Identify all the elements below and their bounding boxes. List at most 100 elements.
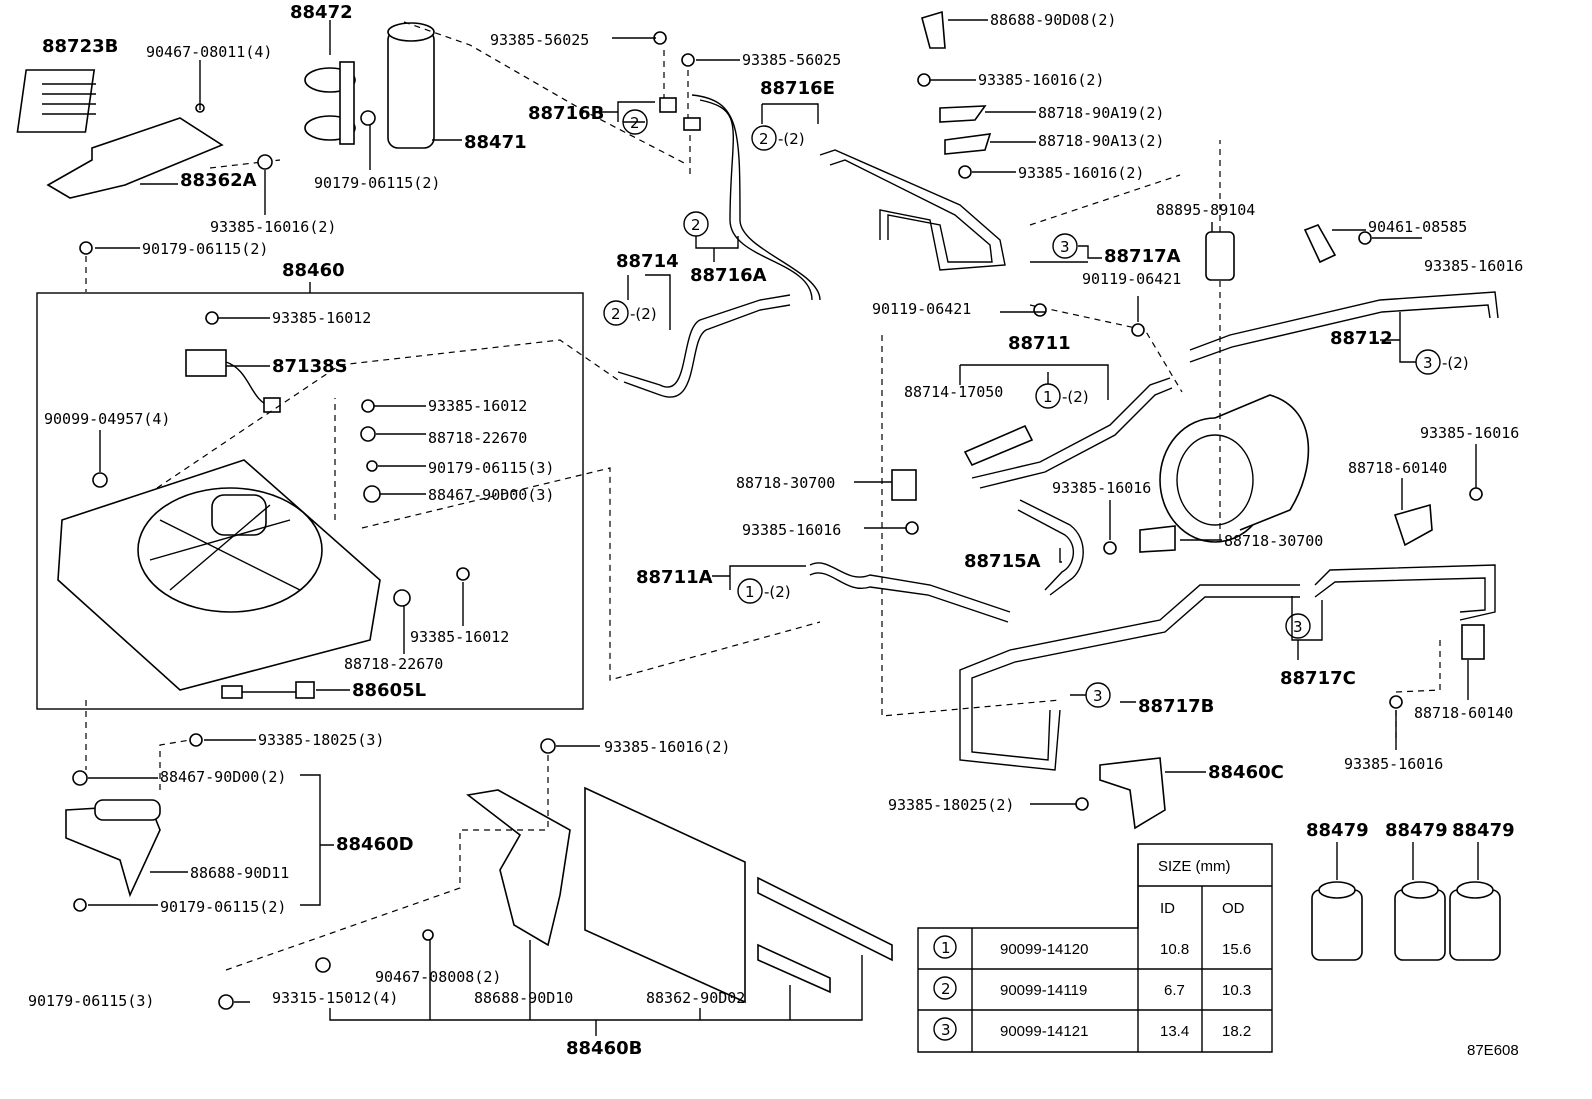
panel-88362-90D02	[584, 786, 746, 1004]
oring-number: 3	[1060, 238, 1070, 256]
bracket-88460D	[65, 799, 161, 898]
callout: 88479	[1385, 820, 1448, 841]
callout: 90179-06115(2)	[160, 898, 286, 916]
callout: 88467-90D00(3)	[428, 486, 554, 504]
clamp-icon	[891, 469, 917, 501]
leader-lines	[712, 444, 1477, 805]
bolt-icon	[1389, 695, 1403, 709]
bolt-icon	[1469, 487, 1483, 501]
callout: 88688-90D08(2)	[990, 11, 1116, 29]
callout: 93315-15012(4)	[272, 989, 398, 1007]
canister-88479	[1311, 881, 1363, 961]
oring-qty: -(2)	[630, 305, 657, 323]
callout: 88718-60140	[1414, 704, 1513, 722]
leader-lines	[1336, 842, 1479, 880]
callout: 88715A	[964, 551, 1041, 572]
callout: 93385-16016	[1344, 755, 1443, 773]
harness-88605L	[221, 681, 315, 699]
leader-lines	[600, 37, 819, 330]
table-cell-id: 6.7	[1164, 982, 1185, 999]
callout: 88718-22670	[428, 429, 527, 447]
callout: 90179-06115(2)	[142, 240, 268, 258]
clamp-icon	[939, 105, 987, 123]
diagram-code: 87E608	[1467, 1042, 1519, 1059]
callout: 88362A	[180, 170, 257, 191]
callout: 90467-08011(4)	[146, 43, 272, 61]
callout: 93385-18025(2)	[888, 796, 1014, 814]
callout: 93385-16016	[742, 521, 841, 539]
callout: 88605L	[352, 680, 426, 701]
callout: 88717A	[1104, 246, 1181, 267]
table-cell-part: 90099-14119	[1000, 982, 1087, 999]
bolt-icon	[92, 472, 108, 488]
oring-number: 3	[1423, 354, 1433, 372]
oring-number: 2	[691, 216, 701, 234]
callout: 90461-08585	[1368, 218, 1467, 236]
callout: 88688-90D10	[474, 989, 573, 1007]
bolt-icon	[1033, 303, 1047, 317]
bolt-icon	[205, 311, 219, 325]
clamp-icon	[683, 117, 701, 131]
bolt-icon	[1103, 541, 1117, 555]
leader-lines	[88, 739, 334, 906]
oring-number: 3	[1093, 687, 1103, 705]
bolt-icon	[905, 521, 919, 535]
callout: 88460	[282, 260, 345, 281]
canister-88479	[1394, 881, 1446, 961]
oring-qty: -(2)	[764, 583, 791, 601]
table-row: 3 90099-14121 13.4 18.2	[933, 1017, 1251, 1041]
leader-lines	[95, 20, 462, 249]
nut-icon	[73, 898, 87, 912]
clamp-icon	[1139, 525, 1176, 553]
leader-lines	[234, 745, 863, 1036]
oring-number: 3	[1293, 618, 1303, 636]
callout: 90179-06115(3)	[428, 459, 554, 477]
oring-number: 2	[611, 305, 621, 323]
oring-mark: 3	[1052, 233, 1078, 259]
callout: 93385-16012	[428, 397, 527, 415]
bolt-icon	[917, 73, 931, 87]
table-cell-id: 13.4	[1160, 1023, 1189, 1040]
callout: 88717C	[1280, 668, 1356, 689]
callout: 88714-17050	[904, 383, 1003, 401]
table-cell-od: 10.3	[1222, 982, 1251, 999]
bolt-icon	[1358, 231, 1372, 245]
callout: 88718-30700	[1224, 532, 1323, 550]
callout: 88718-90A19(2)	[1038, 104, 1164, 122]
bolt-icon	[315, 957, 331, 973]
leader-bracket	[85, 700, 191, 790]
callout: 93385-16016	[1052, 479, 1151, 497]
table-cell-od: 15.6	[1222, 941, 1251, 958]
callout: 93385-16016(2)	[210, 218, 336, 236]
callout: 88479	[1306, 820, 1369, 841]
table-cell-part: 90099-14121	[1000, 1023, 1088, 1040]
callout: 88460D	[336, 834, 414, 855]
clamp-icon	[1393, 503, 1433, 547]
oring-mark: 2 -(2)	[751, 125, 805, 151]
clamp-icon	[944, 133, 992, 155]
leader-condenser	[156, 339, 821, 681]
callout: 88479	[1452, 820, 1515, 841]
callout: 90099-04957(4)	[44, 410, 170, 428]
oring-mark: 3 -(2)	[1415, 349, 1469, 375]
callout: 88717B	[1138, 696, 1214, 717]
callout: 88467-90D00(2)	[160, 768, 286, 786]
nut-icon	[218, 994, 234, 1010]
oring-number: 2	[630, 114, 640, 132]
callout: 90179-06115(3)	[28, 992, 154, 1010]
nut-icon	[79, 241, 93, 255]
compressor	[1159, 394, 1310, 543]
callout: 93385-16012	[272, 309, 371, 327]
leader-receiver	[403, 21, 689, 166]
callout: 88471	[464, 132, 527, 153]
callout: 88712	[1330, 328, 1393, 349]
oring-number: 1	[745, 583, 755, 601]
callout: 93385-16016(2)	[1018, 164, 1144, 182]
callout: 93385-16016(2)	[978, 71, 1104, 89]
cushion-icon	[363, 485, 381, 503]
oring-qty: -(2)	[1062, 388, 1089, 406]
callout: 87138S	[272, 356, 348, 377]
callout: 90179-06115(2)	[314, 174, 440, 192]
table-cell-mark: 2	[941, 980, 951, 998]
bolt-icon	[1075, 797, 1089, 811]
